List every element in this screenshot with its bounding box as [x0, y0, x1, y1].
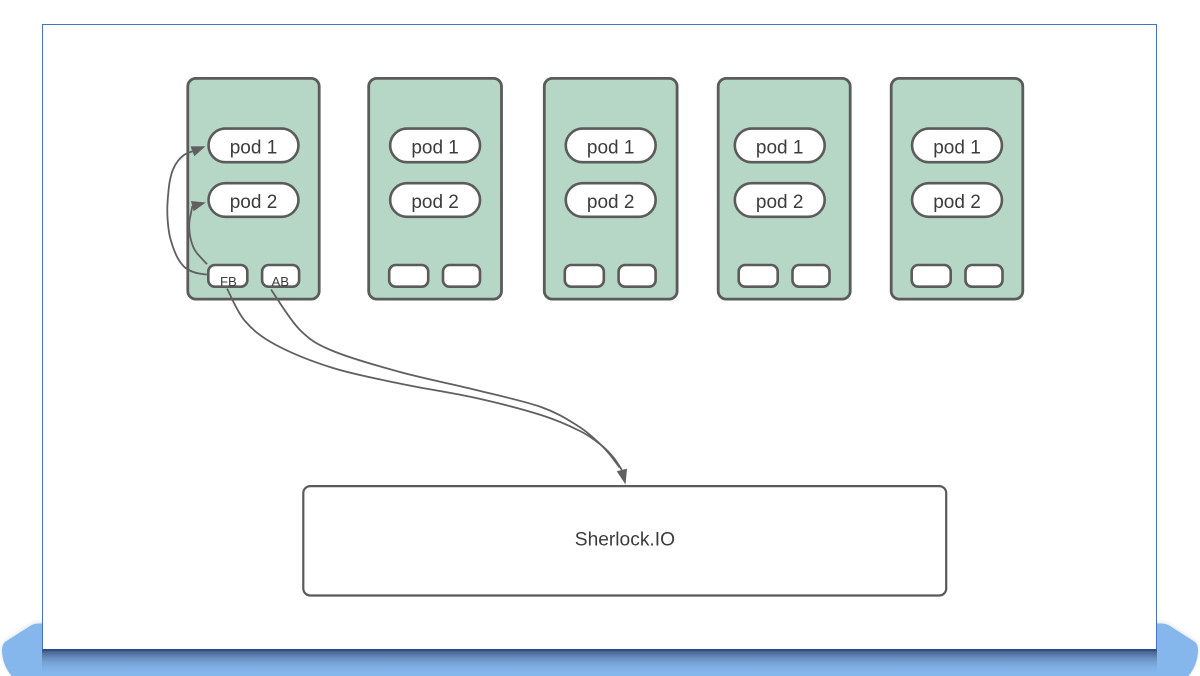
svg-text:pod 1: pod 1 [411, 138, 459, 159]
svg-text:Sherlock.IO: Sherlock.IO [575, 529, 675, 550]
svg-text:pod 2: pod 2 [933, 192, 981, 213]
svg-text:pod 2: pod 2 [756, 192, 804, 213]
svg-text:pod 1: pod 1 [230, 138, 278, 159]
svg-text:pod 2: pod 2 [587, 192, 635, 213]
svg-text:FB: FB [220, 274, 237, 289]
svg-text:pod 2: pod 2 [411, 192, 459, 213]
svg-text:pod 1: pod 1 [756, 138, 804, 159]
svg-text:pod 1: pod 1 [933, 138, 981, 159]
svg-text:pod 2: pod 2 [230, 192, 278, 213]
svg-text:AB: AB [272, 274, 290, 289]
svg-text:pod 1: pod 1 [587, 138, 635, 159]
